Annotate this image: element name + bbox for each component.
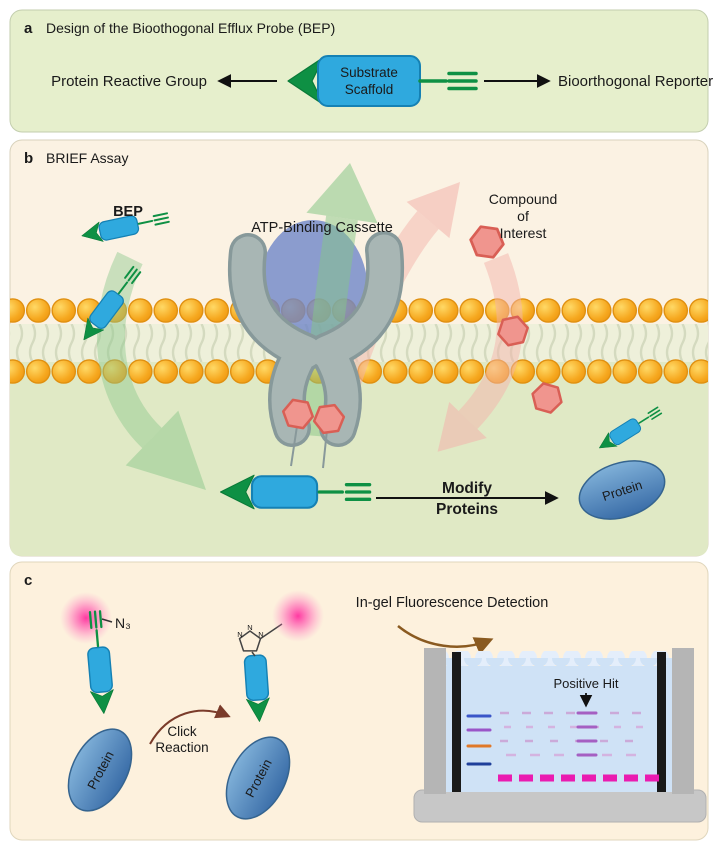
- click-label-line1: Click: [167, 724, 196, 739]
- panel-b-letter: b: [24, 150, 33, 167]
- alkyne-reporter-shape: [418, 71, 478, 91]
- scaffold-label-line1: Substrate: [340, 65, 398, 80]
- electrode-right: [657, 652, 666, 792]
- modify-label-line1: Modify: [442, 480, 492, 497]
- panel-a-title: Design of the Bioothogonal Efflux Probe …: [46, 20, 335, 36]
- gel-tank-base: [413, 789, 707, 823]
- hexagon-tail-line: [290, 425, 298, 467]
- detection-label: In-gel Fluorescence Detection: [356, 595, 549, 611]
- scaffold-label-line2: Scaffold: [345, 82, 394, 97]
- compound-label-line3: Interest: [500, 225, 547, 241]
- panel-b: b BRIEF Assay: [9, 139, 709, 557]
- pink-efflux-arrowhead: [406, 182, 460, 239]
- triazole-link-line: [251, 651, 256, 657]
- cytoplasm-background: [10, 332, 708, 556]
- substrate-scaffold-box: [317, 55, 421, 107]
- detection-arrow: [397, 625, 494, 655]
- nitrogen-label: N: [247, 623, 252, 632]
- click-label-line2: Reaction: [155, 740, 208, 755]
- compound-label-line1: Compound: [489, 191, 558, 207]
- bep-probe-schematic: Substrate Scaffold: [287, 55, 478, 107]
- protein-reactive-group-label: Protein Reactive Group: [51, 73, 207, 90]
- azide-label: N₃: [115, 615, 131, 631]
- gel-electrophoresis-tank: Positive Hit: [413, 648, 707, 823]
- panel-c: c N₃ Click Reaction N N N In-gel Fluores…: [9, 561, 709, 841]
- positive-hit-label: Positive Hit: [553, 676, 618, 691]
- panel-a-letter: a: [24, 20, 33, 37]
- hexagon-tail-line: [322, 429, 328, 469]
- electrode-left: [452, 652, 461, 792]
- modify-label-line2: Proteins: [436, 501, 498, 518]
- protein-reactive-group-shape: [287, 56, 325, 106]
- azide-bond-line: [101, 618, 113, 623]
- green-efflux-arrowhead: [306, 163, 378, 224]
- nitrogen-label: N: [237, 630, 242, 639]
- gel-tank-wall-left: [424, 648, 446, 794]
- bep-label: BEP: [113, 204, 143, 220]
- green-uptake-arrowhead: [125, 410, 206, 490]
- bioorthogonal-reporter-label: Bioorthogonal Reporter: [558, 73, 713, 90]
- ladder-lane-bands: [466, 714, 492, 766]
- fluorophore-glow: [272, 590, 324, 642]
- buffer-waves-front: [446, 658, 672, 676]
- panel-b-title: BRIEF Assay: [46, 150, 128, 166]
- fluorophore-glow: [60, 592, 112, 644]
- click-reaction-arrow: [149, 704, 231, 745]
- nitrogen-label: N: [258, 630, 263, 639]
- panel-c-letter: c: [24, 572, 32, 589]
- triazole-ring: N N N: [237, 623, 264, 652]
- pink-uptake-arrowhead: [437, 402, 487, 452]
- positive-hit-lane-bands: [576, 711, 598, 757]
- gel-tank-wall-right: [672, 648, 694, 794]
- green-uptake-arrow-shaft: [96, 251, 163, 449]
- transporter-label: ATP-Binding Cassette: [251, 220, 393, 236]
- compound-label-line2: of: [517, 208, 529, 224]
- panel-a: a Design of the Bioothogonal Efflux Prob…: [9, 9, 713, 133]
